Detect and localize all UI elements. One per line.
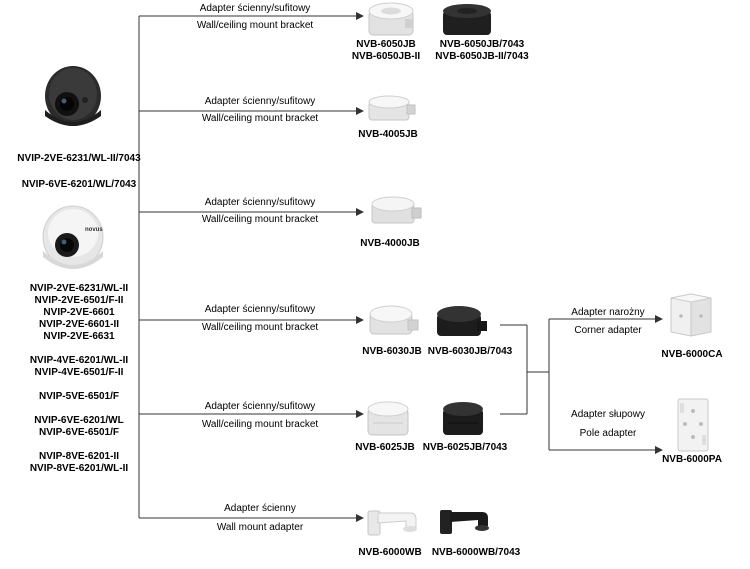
junction-box-icon [437,306,487,336]
branch-label-pl: Adapter ścienny/sufitowy [199,3,311,14]
camera-model: NVIP-6VE-6201/WL [34,415,124,426]
camera-model: NVIP-2VE-6601-II [38,319,120,330]
camera-model: NVIP-2VE-6501/F-II [34,295,124,306]
camera-model-list-dark: NVIP-2VE-6231/WL-II/7043 NVIP-6VE-6201/W… [0,153,158,191]
camera-model: NVIP-2VE-6601 [43,307,115,318]
camera-model: NVIP-6VE-6201/WL/7043 [21,179,137,190]
camera-model: NVIP-8VE-6201/WL-II [29,463,129,474]
branch-label-pl: Adapter ścienny/sufitowy [204,96,316,107]
junction-box-icon [443,402,483,435]
pole-adapter-icon [677,398,709,452]
branch-label-en: Wall/ceiling mount bracket [201,113,319,124]
dark-dome-camera-icon [45,66,101,126]
camera-model-list-white: NVIP-2VE-6231/WL-II NVIP-2VE-6501/F-II N… [0,283,158,475]
product-model: NVB-6000CA [661,349,723,360]
wall-bracket-icon [440,510,489,534]
camera-model: NVIP-8VE-6201-II [38,451,120,462]
product-model: NVB-6050JB-II/7043 [435,51,529,62]
branch-label-en: Wall/ceiling mount bracket [201,214,319,225]
product-model: NVB-4005JB [358,129,418,140]
camera-model: NVIP-5VE-6501/F [38,391,120,402]
camera-model: NVIP-6VE-6501/F [38,427,120,438]
branch-label-pl: Adapter ścienny/sufitowy [204,304,316,315]
camera-model: NVIP-2VE-6231/WL-II/7043 [17,153,141,164]
sub-branch-label-pl: Adapter słupowy [571,409,645,420]
product-model: NVB-6050JB [356,39,416,50]
camera-model: NVIP-4VE-6201/WL-II [29,355,129,366]
sub-branch-label-pl: Adapter narożny [571,307,645,318]
product-model: NVB-4000JB [360,238,420,249]
product-model: NVB-6025JB/7043 [422,442,508,453]
junction-box-icon [368,95,416,121]
product-model: NVB-6050JB-II [351,51,421,62]
novus-logo: novus [85,227,103,233]
junction-box-icon [371,196,422,224]
branch-label-pl: Adapter ścienny/sufitowy [204,401,316,412]
junction-box-icon [368,2,414,36]
product-model: NVB-6000WB [358,547,422,558]
camera-model: NVIP-4VE-6501/F-II [34,367,124,378]
branch-label-pl: Adapter ścienny [224,503,296,514]
branch-label-en: Wall/ceiling mount bracket [201,322,319,333]
camera-model: NVIP-2VE-6231/WL-II [29,283,129,294]
branch-label-en: Wall/ceiling mount bracket [196,20,314,31]
corner-adapter-icon [670,293,712,337]
branch-label-pl: Adapter ścienny/sufitowy [204,197,316,208]
product-model: NVB-6050JB/7043 [439,39,525,50]
sub-branch-label-en: Pole adapter [579,428,637,439]
product-model: NVB-6030JB/7043 [427,346,513,357]
wall-bracket-icon [367,510,417,536]
junction-box-icon [443,4,491,35]
branch-label-en: Wall/ceiling mount bracket [201,419,319,430]
junction-box-icon [369,305,419,335]
product-model: NVB-6030JB [362,346,422,357]
product-model: NVB-6000WB/7043 [431,547,521,558]
product-model: NVB-6025JB [355,442,415,453]
sub-branch-label-en: Corner adapter [574,325,642,336]
camera-model: NVIP-2VE-6631 [43,331,115,342]
product-model: NVB-6000PA [662,454,722,465]
white-dome-camera-icon: novus [42,205,104,269]
branch-label-en: Wall mount adapter [216,522,304,533]
junction-box-icon [367,401,409,436]
